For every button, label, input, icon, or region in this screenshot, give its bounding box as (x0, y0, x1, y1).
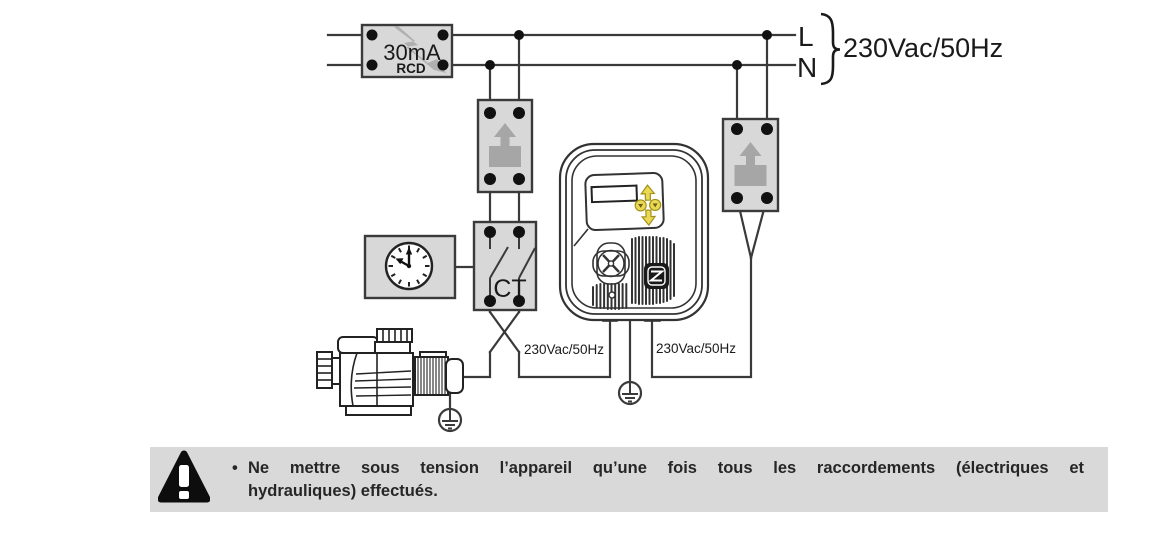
clock-icon (384, 241, 434, 291)
brace (820, 12, 841, 86)
ground-symbol-device (617, 380, 643, 406)
flash-icon (394, 26, 446, 73)
junction-dots (485, 30, 772, 70)
pump-side-voltage-label: 230Vac/50Hz (524, 342, 604, 357)
ground-symbol-pump (437, 407, 463, 433)
warning-line-2: hydrauliques) effectués. (248, 481, 438, 500)
breaker-up-arrow-icon (489, 123, 521, 167)
supply-voltage-label: 230Vac/50Hz (843, 33, 1003, 63)
line-label: L (798, 21, 814, 52)
labels: L N 230Vac/50Hz 230Vac/50Hz 230Vac/50Hz (524, 12, 1003, 357)
contactor-ct: CT (472, 220, 538, 312)
down-arrow-button[interactable] (640, 209, 657, 227)
fan-icon (592, 242, 630, 285)
rcd-rating: 30mA (383, 40, 441, 65)
controller-device (558, 142, 710, 322)
warning-bullet: • (232, 458, 238, 477)
warning-triangle-icon (157, 450, 211, 511)
up-arrow-button[interactable] (640, 184, 656, 201)
timer-box (363, 234, 457, 300)
lcd-display (590, 184, 639, 204)
pump-motor-drawing (316, 328, 464, 416)
control-panel (584, 171, 665, 232)
breaker-left (476, 98, 534, 194)
warning-text: • Ne mettre sous tension l’appareil qu’u… (232, 457, 1084, 503)
logo-z-badge (644, 263, 669, 289)
warning-bar: • Ne mettre sous tension l’appareil qu’u… (150, 447, 1108, 512)
warning-line-1: Ne mettre sous tension l’appareil qu’une… (248, 458, 1084, 477)
breaker-right (721, 117, 780, 213)
rcd-box: 30mA RCD (360, 23, 454, 79)
breaker-up-arrow-icon (734, 142, 767, 186)
breaker-side-voltage-label: 230Vac/50Hz (656, 341, 736, 356)
rcd-label: RCD (396, 61, 425, 76)
neutral-label: N (797, 52, 817, 83)
